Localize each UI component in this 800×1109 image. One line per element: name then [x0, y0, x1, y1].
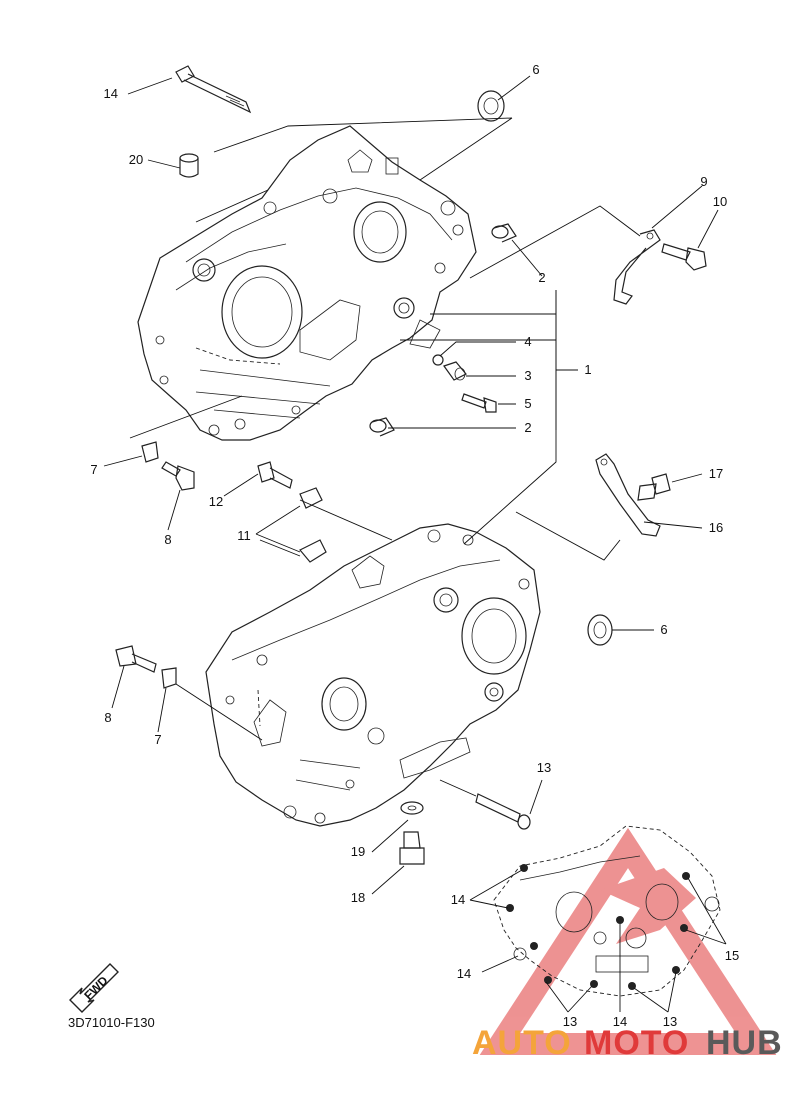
automotohub-logo-mark	[479, 827, 777, 1055]
callout-18: 18	[351, 890, 365, 905]
clip-11	[299, 487, 327, 563]
fwd-arrow-icon: FWD	[69, 963, 119, 1013]
callout-11: 11	[237, 528, 251, 543]
inset-callout-14-c: 14	[613, 1014, 627, 1029]
inset-callout-13-a: 13	[563, 1014, 577, 1029]
dowel-pin-2-upper	[491, 223, 517, 243]
bolt-13	[475, 793, 531, 830]
callout-4: 4	[524, 334, 531, 349]
bolt-12	[257, 461, 293, 489]
inset-callout-14-b: 14	[457, 966, 471, 981]
callout-10: 10	[713, 194, 727, 209]
bracket-16	[595, 453, 661, 537]
callout-17: 17	[709, 466, 723, 481]
bolt-location-inset	[469, 825, 727, 1013]
bolt-10	[661, 243, 707, 271]
callout-7-lower: 7	[154, 732, 161, 747]
inset-callout-14-a: 14	[451, 892, 465, 907]
callout-5: 5	[524, 396, 531, 411]
washer-plate-7-lower	[161, 667, 177, 689]
callout-8-upper: 8	[164, 532, 171, 547]
callout-2-lower: 2	[524, 420, 531, 435]
callout-16: 16	[709, 520, 723, 535]
diagram-code: 3D71010-F130	[68, 1015, 155, 1030]
inset-callout-15: 15	[725, 948, 739, 963]
inset-callout-13-b: 13	[663, 1014, 677, 1029]
callout-19: 19	[351, 844, 365, 859]
oil-seal-6-top	[477, 90, 505, 122]
bracket-9	[613, 229, 661, 305]
callout-14: 14	[104, 86, 118, 101]
o-ring-4	[432, 354, 444, 366]
watermark-hub: HUB	[706, 1024, 783, 1062]
washer-19	[400, 801, 424, 815]
callout-8-lower: 8	[104, 710, 111, 725]
callout-6-lower: 6	[660, 622, 667, 637]
leader-lines	[103, 75, 719, 895]
inset-callout-labels: 14 14 15 13 14 13	[451, 892, 739, 1029]
callout-3: 3	[524, 368, 531, 383]
flange-bolt-8-upper	[161, 461, 195, 491]
callout-12: 12	[209, 494, 223, 509]
automotohub-watermark: AUTO MOTO HUB	[472, 1024, 783, 1062]
long-bolt-14	[175, 65, 252, 114]
callout-labels: 14 6 20 9 10 2 4 3 1 5 2 7 8 12 11 17 16…	[90, 62, 727, 905]
callout-20: 20	[129, 152, 143, 167]
flange-bolt-8-lower	[115, 645, 157, 673]
fitting-3	[443, 361, 467, 381]
bolt-5	[461, 393, 497, 413]
callout-6-top: 6	[532, 62, 539, 77]
oil-seal-6-lower	[587, 614, 613, 646]
washer-plate-7-upper	[141, 441, 159, 463]
dowel-pin-20	[179, 153, 199, 178]
callout-2-upper: 2	[538, 270, 545, 285]
lower-crankcase	[205, 523, 541, 827]
watermark-moto: MOTO	[584, 1024, 689, 1062]
upper-crankcase	[137, 125, 477, 441]
drain-plug-18	[399, 831, 425, 865]
dowel-pin-2-lower	[369, 417, 395, 437]
callout-13: 13	[537, 760, 551, 775]
callout-9: 9	[700, 174, 707, 189]
bolt-17	[637, 473, 671, 501]
callout-1: 1	[584, 362, 591, 377]
fwd-label: FWD	[81, 973, 110, 1002]
callout-7-upper: 7	[90, 462, 97, 477]
watermark-auto: AUTO	[472, 1024, 572, 1062]
